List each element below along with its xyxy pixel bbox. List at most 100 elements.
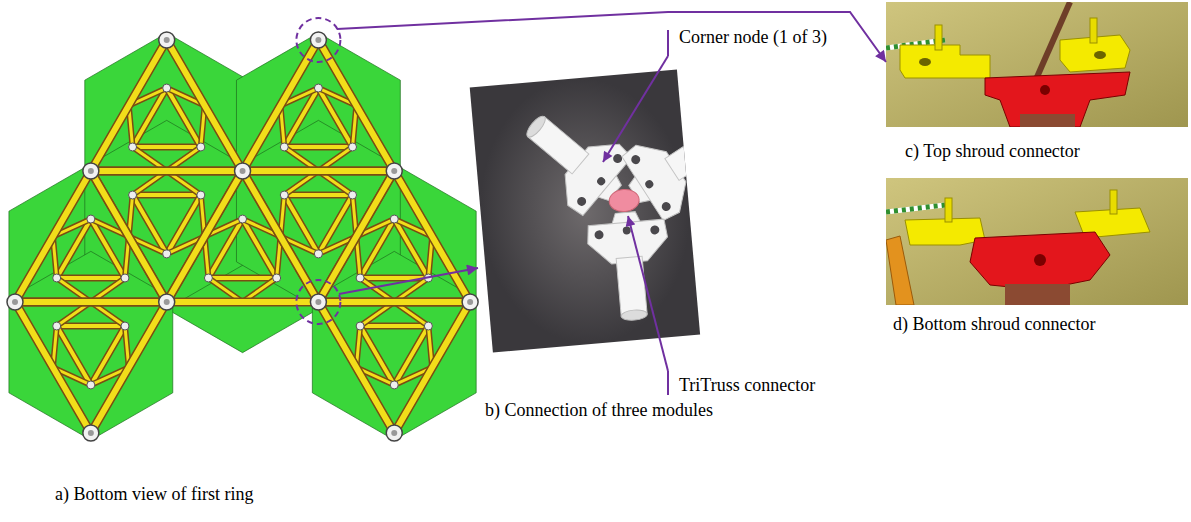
photo-content [502, 77, 701, 330]
red-connector [970, 232, 1110, 290]
corner-node-hub [240, 168, 246, 174]
truss-tube-edge [243, 167, 395, 176]
truss-tube-edge [91, 302, 167, 433]
truss-tube [91, 171, 167, 302]
clip-hole [919, 58, 931, 66]
corner-node [7, 294, 23, 310]
truss-tube-edge [57, 323, 125, 330]
truss-tube [57, 324, 125, 328]
inner-node [314, 250, 322, 258]
corner-node-hub [315, 299, 321, 305]
corner-node-hub [88, 430, 94, 436]
truss-tube [360, 276, 428, 280]
corner-node-hub [315, 37, 321, 43]
truss-tube-edge [167, 171, 243, 302]
yellow-clip [900, 45, 990, 78]
truss-tube-edge [360, 274, 428, 281]
truss-tube-edge [284, 192, 352, 199]
corner-node [310, 32, 326, 48]
subfigure-caption: a) Bottom view of first ring [55, 484, 253, 506]
plate-hole [596, 176, 607, 187]
inner-node [390, 381, 398, 389]
inner-node [121, 322, 129, 330]
clip-post [1110, 190, 1117, 214]
printed-corner-node [507, 93, 641, 224]
label-bracket [667, 371, 669, 395]
truss-tube-edge [167, 40, 243, 171]
corner-node [159, 32, 175, 48]
truss-tube-edge [394, 171, 470, 302]
corner-node-hub [88, 168, 94, 174]
inner-node [87, 381, 95, 389]
truss-tube [243, 168, 395, 174]
subfigure-caption: b) Connection of three modules [485, 400, 713, 422]
truss-tube-edge [133, 192, 201, 199]
corner-node-hub [391, 168, 397, 174]
inner-node [87, 215, 95, 223]
inner-node [204, 274, 212, 282]
photo-background [470, 69, 700, 352]
corner-node [462, 294, 478, 310]
tube-end [524, 113, 548, 139]
highlight-circle [296, 18, 340, 62]
inner-node [356, 322, 364, 330]
truss-tube [57, 276, 125, 280]
truss-tube [91, 168, 243, 174]
tube-end [621, 309, 648, 321]
plate-hole [575, 195, 588, 208]
truss-tube-edge [91, 171, 167, 302]
figure-panel: a) Bottom view of first ring [5, 5, 475, 510]
plate-hole [630, 153, 642, 165]
shroud-surface [886, 178, 1188, 305]
truss-tube [243, 168, 395, 174]
truss-tube [133, 145, 201, 149]
clip-post [935, 25, 942, 50]
inner-node [53, 274, 61, 282]
panel-c-render [886, 2, 1188, 127]
truss-tube [208, 276, 276, 280]
label-bracket [667, 30, 669, 56]
plate-hole [644, 179, 655, 190]
inner-node [273, 274, 281, 282]
truss-tube-edge [15, 171, 91, 302]
inner-node [163, 250, 171, 258]
green-tile [312, 251, 476, 440]
inner-node [239, 215, 247, 223]
truss-tube [15, 299, 167, 305]
corner-node-hub [164, 299, 170, 305]
plate-hole [611, 152, 624, 165]
corner-node [310, 294, 326, 310]
corner-node [83, 425, 99, 441]
truss-tube [91, 168, 243, 174]
inner-node [197, 191, 205, 199]
plate-hole [650, 225, 660, 235]
clip-hole [1094, 51, 1106, 59]
figure-panel: c) Top shroud connector [886, 2, 1188, 167]
truss-tube-edge [91, 167, 243, 176]
callout-label: Corner node (1 of 3) [677, 27, 829, 49]
truss-tube [15, 171, 91, 302]
truss-tube [167, 171, 243, 302]
subfigure-caption: d) Bottom shroud connector [893, 314, 1095, 336]
truss-tube [284, 193, 352, 197]
truss-tube [394, 171, 470, 302]
truss-tube-edge [91, 167, 243, 176]
inner-node [349, 143, 357, 151]
leader-line [603, 56, 668, 162]
panel-a-illustration [7, 18, 478, 441]
corner-node-hub [467, 299, 473, 305]
plate-hole [594, 230, 604, 240]
tritruss-connector-part [608, 188, 640, 213]
shroud-surface [886, 2, 1188, 127]
inner-node [129, 143, 137, 151]
truss-tube-edge [360, 323, 428, 330]
figure-panel: b) Connection of three modules [478, 75, 760, 426]
cable-base [886, 205, 945, 212]
truss-tube [91, 171, 167, 302]
truss-tube-edge [15, 298, 167, 307]
inner-node [314, 84, 322, 92]
corner-node [386, 425, 402, 441]
truss-tube [15, 302, 91, 433]
